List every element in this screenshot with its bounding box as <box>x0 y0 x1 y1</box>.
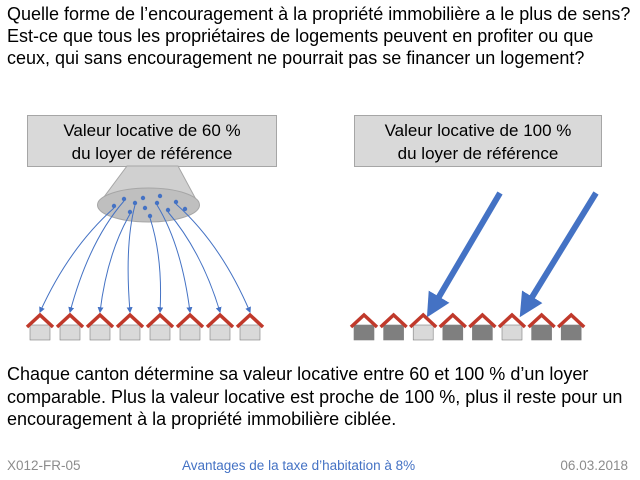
house-icon <box>175 312 205 341</box>
footer-code: X012-FR-05 <box>7 458 81 473</box>
spray-arrow <box>126 204 136 314</box>
house-icon <box>527 312 556 341</box>
house-icon <box>557 312 586 341</box>
house-icon <box>85 312 115 341</box>
spray-arrow <box>39 207 115 314</box>
house-icon <box>145 312 175 341</box>
house-icon <box>205 312 235 341</box>
spray-arrow <box>97 213 131 314</box>
targeted-arrows <box>426 191 599 318</box>
left-box-line1: Valeur locative de 60 % <box>63 121 241 140</box>
house-icon <box>349 312 379 341</box>
left-box-line2: du loyer de référence <box>71 144 233 163</box>
distribution-diagram <box>25 165 599 341</box>
targeted-house-icon <box>409 312 438 341</box>
left-rental-value-box: Valeur locative de 60 % du loyer de réfé… <box>27 115 277 167</box>
targeted-house-icon <box>497 312 527 341</box>
house-icon <box>468 312 497 341</box>
left-houses-row <box>25 312 265 341</box>
right-houses-row <box>349 312 586 341</box>
house-icon <box>55 312 85 341</box>
right-rental-value-box: Valeur locative de 100 % du loyer de réf… <box>354 115 602 167</box>
house-icon <box>25 312 55 341</box>
spray-arrow <box>167 211 222 314</box>
right-box-line2: du loyer de référence <box>397 144 559 163</box>
spray-arrow <box>149 217 164 314</box>
explanation-text: Chaque canton détermine sa valeur locati… <box>7 364 623 429</box>
spray-arrow <box>175 203 251 314</box>
house-icon <box>438 312 467 341</box>
house-icon <box>379 312 408 341</box>
spray-arrows <box>39 200 251 314</box>
house-icon <box>235 312 265 341</box>
footer-date: 06.03.2018 <box>560 458 628 473</box>
right-box-line1: Valeur locative de 100 % <box>384 121 572 140</box>
spray-arrow <box>156 204 193 314</box>
house-icon <box>115 312 145 341</box>
spray-arrow <box>68 200 125 314</box>
targeted-arrow-2 <box>519 191 599 318</box>
targeted-arrow-1 <box>426 191 503 318</box>
question-text: Quelle forme de l’encouragement à la pro… <box>7 4 631 68</box>
footer-title: Avantages de la taxe d’habitation à 8% <box>182 458 416 473</box>
sprinkler-icon <box>97 165 200 223</box>
